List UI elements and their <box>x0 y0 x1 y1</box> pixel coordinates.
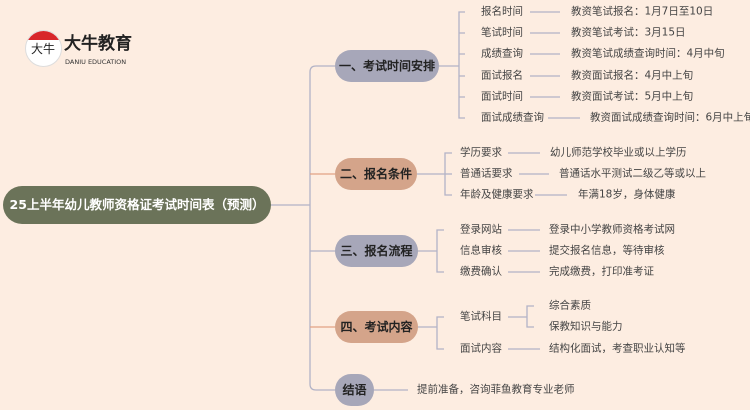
node-value: 教资面试考试：5月中上旬 <box>571 90 694 103</box>
node-value: 年满18岁，身体健康 <box>578 188 676 201</box>
branch-title: 四、考试内容 <box>340 320 413 334</box>
node-value: 教资面试成绩查询时间：6月中上旬 <box>590 111 750 124</box>
logo-subtitle: DANIU EDUCATION <box>65 58 127 66</box>
node-value: 教资笔试报名：1月7日至10日 <box>571 5 714 18</box>
node-subitem: 保教知识与能力 <box>549 320 623 333</box>
node-label: 缴费确认 <box>460 265 502 278</box>
branch-exam-schedule[interactable]: 一、考试时间安排 <box>335 50 439 82</box>
node-label: 笔试科目 <box>460 310 502 323</box>
node-label: 笔试时间 <box>481 26 523 39</box>
branch-process[interactable]: 三、报名流程 <box>335 235 418 267</box>
branch-title: 二、报名条件 <box>339 167 412 181</box>
logo-icon: 大牛 <box>25 30 62 67</box>
node-label: 普通话要求 <box>460 167 513 180</box>
node-value: 教资面试报名：4月中上旬 <box>571 69 694 82</box>
root-node[interactable]: 25上半年幼儿教师资格证考试时间表（预测） <box>3 186 271 224</box>
node-label: 面试成绩查询 <box>481 111 544 124</box>
node-value: 结构化面试，考查职业认知等 <box>549 342 686 355</box>
branch-requirements[interactable]: 二、报名条件 <box>335 158 417 190</box>
node-value: 完成缴费，打印准考证 <box>549 265 654 278</box>
node-label: 学历要求 <box>460 146 502 159</box>
branch-title: 结语 <box>342 383 367 397</box>
node-value: 教资笔试成绩查询时间：4月中旬 <box>571 47 725 60</box>
node-label: 面试时间 <box>481 90 523 103</box>
node-value: 普通话水平测试二级乙等或以上 <box>559 167 706 180</box>
root-title: 25上半年幼儿教师资格证考试时间表（预测） <box>9 197 265 212</box>
node-value: 提前准备，咨询菲鱼教育专业老师 <box>417 383 575 396</box>
branch-conclusion[interactable]: 结语 <box>335 374 374 406</box>
node-label: 报名时间 <box>481 5 523 18</box>
branch-content[interactable]: 四、考试内容 <box>335 311 418 343</box>
node-label: 面试内容 <box>460 342 502 355</box>
node-label: 信息审核 <box>460 244 502 257</box>
node-label: 登录网站 <box>460 223 502 236</box>
branch-title: 三、报名流程 <box>340 244 413 258</box>
node-label: 面试报名 <box>481 69 523 82</box>
logo-name: 大牛教育 <box>64 34 132 54</box>
node-label: 年龄及健康要求 <box>460 188 534 201</box>
node-value: 提交报名信息，等待审核 <box>549 244 665 257</box>
node-value: 幼儿师范学校毕业或以上学历 <box>550 146 687 159</box>
logo-glyph: 大牛 <box>31 42 56 56</box>
node-value: 登录中小学教师资格考试网 <box>549 223 675 236</box>
node-label: 成绩查询 <box>481 47 523 60</box>
branch-title: 一、考试时间安排 <box>338 59 435 73</box>
node-value: 教资笔试考试：3月15日 <box>571 26 686 39</box>
node-subitem: 综合素质 <box>549 299 591 312</box>
